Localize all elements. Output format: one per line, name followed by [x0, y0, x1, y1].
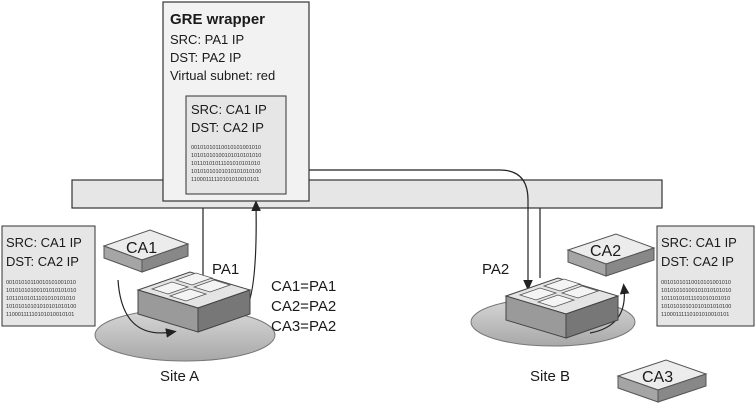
- packet-right-binary-4: 11000111110101010010101: [661, 312, 729, 318]
- packet-left-binary-1: 10101010100101010101010: [6, 288, 76, 294]
- vm-ca2-label: CA2: [590, 243, 621, 260]
- packet-left: SRC: CA1 IP DST: CA2 IP 0010101011001010…: [1, 225, 96, 327]
- gre-binary-2: 10110101011101010101010: [191, 161, 260, 167]
- vm-ca2: CA2: [566, 233, 656, 277]
- packet-left-binary-3: 10101010101010101010100: [6, 304, 76, 310]
- gre-binary-0: 00101010110010101001010: [191, 145, 261, 151]
- packet-left-dst: DST: CA2 IP: [6, 254, 79, 269]
- pa2-label: PA2: [482, 261, 509, 278]
- gre-binary-1: 10101010100101010101010: [191, 153, 261, 159]
- mapping-line-0: CA1=PA1: [271, 278, 336, 295]
- pa1-label: PA1: [212, 261, 239, 278]
- gre-wrapper-title: GRE wrapper: [170, 11, 265, 28]
- gre-inner-src: SRC: CA1 IP: [191, 102, 267, 117]
- vm-ca3-label: CA3: [642, 369, 673, 386]
- gre-virtual-subnet: Virtual subnet: red: [170, 68, 275, 83]
- vm-ca1: CA1: [102, 229, 190, 273]
- packet-right: SRC: CA1 IP DST: CA2 IP 0010101011001010…: [656, 225, 755, 327]
- gre-outer-dst: DST: PA2 IP: [170, 50, 241, 65]
- flow-arrow-site-a: [117, 279, 177, 338]
- packet-right-binary-3: 10101010101010101010100: [661, 304, 731, 310]
- gre-binary-4: 11000111110101010010101: [191, 177, 259, 183]
- gre-inner-dst: DST: CA2 IP: [191, 120, 264, 135]
- host-server-site-a: [136, 271, 252, 333]
- host-server-site-b: [504, 277, 620, 339]
- vm-ca1-label: CA1: [126, 240, 157, 257]
- site-b-label: Site B: [530, 368, 570, 385]
- packet-right-dst: DST: CA2 IP: [661, 254, 734, 269]
- packet-left-binary-4: 11000111110101010010101: [6, 312, 74, 318]
- site-a-label: Site A: [160, 368, 199, 385]
- packet-right-src: SRC: CA1 IP: [661, 235, 737, 250]
- packet-right-binary-0: 00101010110010101001010: [661, 280, 731, 286]
- gre-binary-3: 10101010101010101010100: [191, 169, 261, 175]
- network-bar: [71, 179, 663, 209]
- vm-ca3: CA3: [616, 359, 708, 403]
- gre-inner-packet: [185, 95, 287, 195]
- packet-left-src: SRC: CA1 IP: [6, 235, 82, 250]
- gre-outer-src: SRC: PA1 IP: [170, 32, 244, 47]
- mapping-line-2: CA3=PA2: [271, 318, 336, 335]
- packet-right-binary-2: 10110101011101010101010: [661, 296, 730, 302]
- gre-wrapper-packet: GRE wrapper SRC: PA1 IP DST: PA2 IP Virt…: [162, 1, 310, 202]
- packet-right-binary-1: 10101010100101010101010: [661, 288, 731, 294]
- mapping-line-1: CA2=PA2: [271, 298, 336, 315]
- packet-left-binary-0: 00101010110010101001010: [6, 280, 76, 286]
- packet-left-binary-2: 10110101011101010101010: [6, 296, 75, 302]
- flow-arrow-over: [268, 169, 533, 291]
